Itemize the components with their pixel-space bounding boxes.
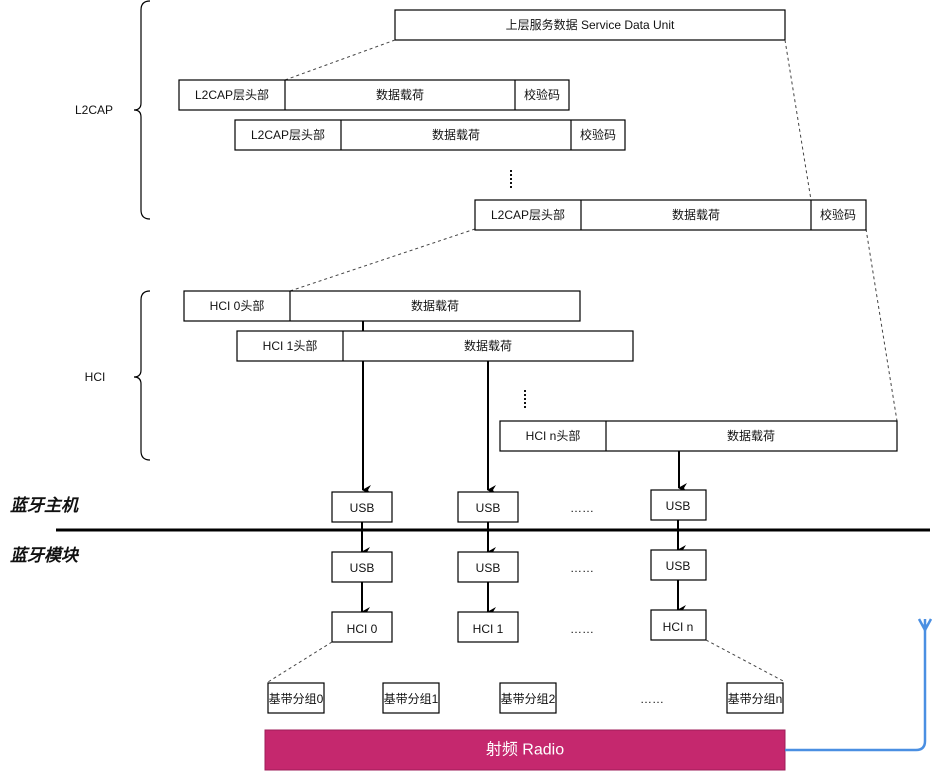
antenna: [785, 618, 933, 752]
hci-label: HCI n: [663, 620, 694, 634]
module-zone-label: 蓝牙模块: [10, 546, 80, 566]
hci-header: HCI 0头部: [210, 298, 265, 313]
hci-header: HCI n头部: [526, 428, 581, 443]
hci-payload: 数据载荷: [411, 298, 459, 313]
l2cap-header: L2CAP层头部: [195, 87, 269, 102]
sdu-to-l2cap-line: [284, 39, 396, 81]
l2cap-to-hci-line: [289, 228, 476, 292]
hci-header: HCI 1头部: [263, 338, 318, 353]
l2cap-checksum: 校验码: [524, 87, 560, 102]
usb-label: USB: [350, 501, 375, 515]
hci-payload: 数据载荷: [727, 428, 775, 443]
l2cap-header: L2CAP层头部: [251, 127, 325, 142]
sdu-to-l2cap-line-right: [784, 39, 812, 201]
hci-packet: HCI 1头部 数据载荷: [236, 330, 634, 362]
usb-label: USB: [666, 499, 691, 513]
radio-signal-line: [785, 624, 927, 752]
ellipsis: ……: [570, 561, 594, 575]
hci-label: HCI 1: [473, 622, 504, 636]
l2cap-group-label: L2CAP: [75, 103, 113, 117]
host-usb-box: USB: [331, 491, 393, 523]
l2cap-payload: 数据载荷: [432, 127, 480, 142]
hci-group-label: HCI: [85, 370, 106, 384]
usb-label: USB: [476, 561, 501, 575]
hci-label: HCI 0: [347, 622, 378, 636]
baseband-label: 基带分组1: [384, 692, 439, 706]
baseband-label: 基带分组2: [501, 692, 556, 706]
baseband-packet: 基带分组1: [382, 682, 440, 714]
hci-group: HCI: [85, 290, 151, 461]
l2cap-packet: L2CAP层头部 数据载荷 校验码: [234, 119, 626, 151]
l2cap-header: L2CAP层头部: [491, 207, 565, 222]
hci-to-baseband-line-right: [705, 639, 786, 683]
baseband-packet: 基带分组2: [499, 682, 557, 714]
module-hci-box: HCI n: [650, 609, 707, 641]
baseband-packet: 基带分组n: [726, 682, 784, 714]
l2cap-payload: 数据载荷: [672, 207, 720, 222]
baseband-label: 基带分组0: [269, 692, 324, 706]
hci-payload: 数据载荷: [464, 338, 512, 353]
module-hci-box: HCI 1: [457, 611, 519, 643]
l2cap-payload: 数据载荷: [376, 87, 424, 102]
l2cap-group: L2CAP: [75, 0, 151, 220]
radio-bar: 射频 Radio: [264, 729, 786, 771]
module-usb-box: USB: [650, 549, 707, 581]
baseband-label: 基带分组n: [728, 692, 783, 706]
l2cap-packet: L2CAP层头部 数据载荷 校验码: [178, 79, 570, 111]
module-usb-box: USB: [331, 551, 393, 583]
host-zone-label: 蓝牙主机: [10, 496, 79, 516]
host-usb-box: USB: [650, 489, 707, 521]
sdu-label: 上层服务数据 Service Data Unit: [506, 17, 675, 32]
l2cap-to-hci-line-right: [865, 228, 898, 422]
hci-to-baseband-line: [267, 641, 333, 683]
hci-packet: HCI n头部 数据载荷: [499, 420, 898, 452]
l2cap-checksum: 校验码: [820, 207, 856, 222]
l2cap-checksum: 校验码: [580, 127, 616, 142]
hci-packet: HCI 0头部 数据载荷: [183, 290, 581, 322]
radio-label: 射频 Radio: [486, 741, 564, 759]
l2cap-packet: L2CAP层头部 数据载荷 校验码: [474, 199, 867, 231]
module-hci-box: HCI 0: [331, 611, 393, 643]
host-usb-box: USB: [457, 491, 519, 523]
ellipsis: ……: [640, 692, 664, 706]
l2cap-brace: [133, 0, 151, 220]
baseband-packet: 基带分组0: [267, 682, 325, 714]
usb-label: USB: [350, 561, 375, 575]
antenna-icon: [917, 618, 933, 633]
hci-brace: [133, 290, 151, 461]
usb-label: USB: [476, 501, 501, 515]
ellipsis: ……: [570, 622, 594, 636]
sdu-box: 上层服务数据 Service Data Unit: [394, 9, 786, 41]
ellipsis: ……: [570, 501, 594, 515]
module-usb-box: USB: [457, 551, 519, 583]
usb-label: USB: [666, 559, 691, 573]
